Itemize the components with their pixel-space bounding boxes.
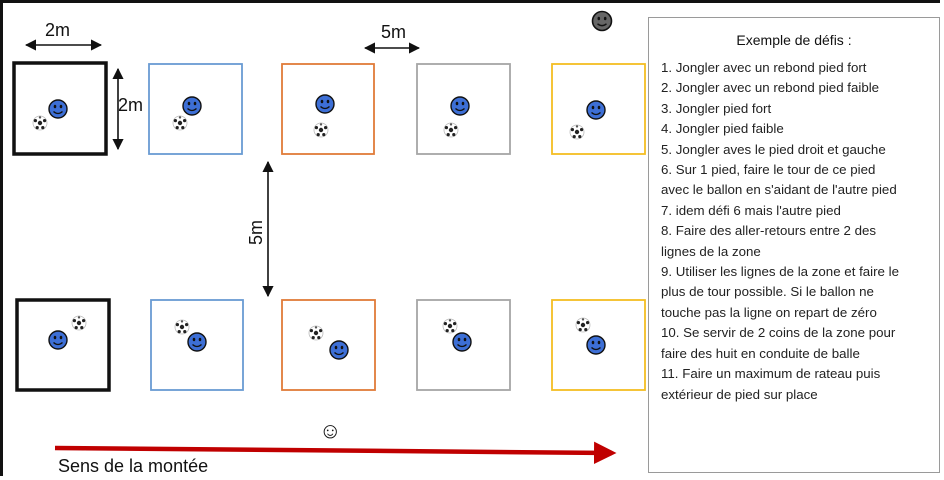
challenge-line: avec le ballon en s'aidant de l'autre pi…: [661, 182, 897, 198]
zone-height-label: 2m: [118, 95, 144, 115]
soccer-ball-icon: [32, 115, 48, 131]
challenge-line: 9. Utiliser les lignes de la zone et fai…: [661, 264, 899, 280]
soccer-ball-icon: [569, 124, 585, 140]
challenge-line: 10. Se servir de 2 coins de la zone pour: [661, 325, 896, 341]
direction-arrow: [54, 441, 617, 465]
soccer-ball-icon: [71, 315, 87, 331]
challenge-line: lignes de la zone: [661, 243, 761, 259]
zone-gray-bottom: [416, 299, 511, 391]
player-icon: [329, 340, 349, 360]
direction-label: Sens de la montée: [58, 456, 209, 476]
player-icon: [48, 330, 68, 350]
smiley-icon: ☺: [319, 418, 342, 443]
challenge-line: 1. Jongler avec un rebond pied fort: [661, 60, 867, 75]
challenge-list: 1. Jongler avec un rebond pied fort 2. J…: [661, 58, 933, 405]
zone-orange-bottom: [281, 299, 376, 391]
challenge-line: 7. idem défi 6 mais l'autre pied: [661, 202, 841, 218]
challenge-line: 3. Jongler pied fort: [661, 100, 772, 116]
challenge-line: 4. Jongler pied faible: [661, 121, 784, 137]
coach-icon: [591, 10, 613, 32]
challenge-line: 5. Jongler aves le pied droit et gauche: [661, 141, 886, 157]
player-icon: [450, 96, 470, 116]
zone-width-label: 2m: [45, 20, 71, 40]
zone-black-top: [12, 61, 108, 156]
soccer-ball-icon: [174, 319, 190, 335]
challenge-line: 11. Faire un maximum de rateau puis: [661, 366, 881, 382]
challenge-line: 2. Jongler avec un rebond pied faible: [661, 80, 880, 96]
soccer-ball-icon: [172, 115, 188, 131]
player-icon: [315, 94, 335, 114]
zone-blue-top: [148, 63, 243, 155]
player-icon: [586, 335, 606, 355]
gap-horizontal-label: 5m: [381, 22, 407, 42]
challenge-line: 6. Sur 1 pied, faire le tour de ce pied: [661, 162, 876, 178]
challenge-line: extérieur de pied sur place: [661, 386, 818, 402]
player-icon: [48, 99, 68, 119]
player-icon: [187, 332, 207, 352]
panel-title: Exemple de défis :: [736, 32, 852, 48]
soccer-ball-icon: [313, 122, 329, 138]
soccer-ball-icon: [442, 318, 458, 334]
challenge-line: plus de tour possible. Si le ballon ne: [661, 284, 874, 300]
gap-vertical-label: 5m: [246, 219, 267, 246]
zone-black-bottom: [15, 298, 111, 392]
player-icon: [586, 100, 606, 120]
zone-yellow-top: [551, 63, 646, 155]
zone-blue-bottom: [150, 299, 244, 391]
challenge-line: touche pas la ligne on repart de zéro: [661, 304, 877, 320]
soccer-ball-icon: [575, 317, 591, 333]
zone-yellow-bottom: [551, 299, 646, 391]
zone-gray-top: [416, 63, 511, 155]
soccer-ball-icon: [443, 122, 459, 138]
zone-orange-top: [281, 63, 375, 155]
challenges-panel: Exemple de défis : 1. Jongler avec un re…: [648, 17, 940, 473]
player-icon: [182, 96, 202, 116]
challenge-line: faire des huit en conduite de balle: [661, 345, 860, 361]
player-icon: [452, 332, 472, 352]
challenge-line: 8. Faire des aller-retours entre 2 des: [661, 223, 877, 239]
soccer-ball-icon: [308, 325, 324, 341]
